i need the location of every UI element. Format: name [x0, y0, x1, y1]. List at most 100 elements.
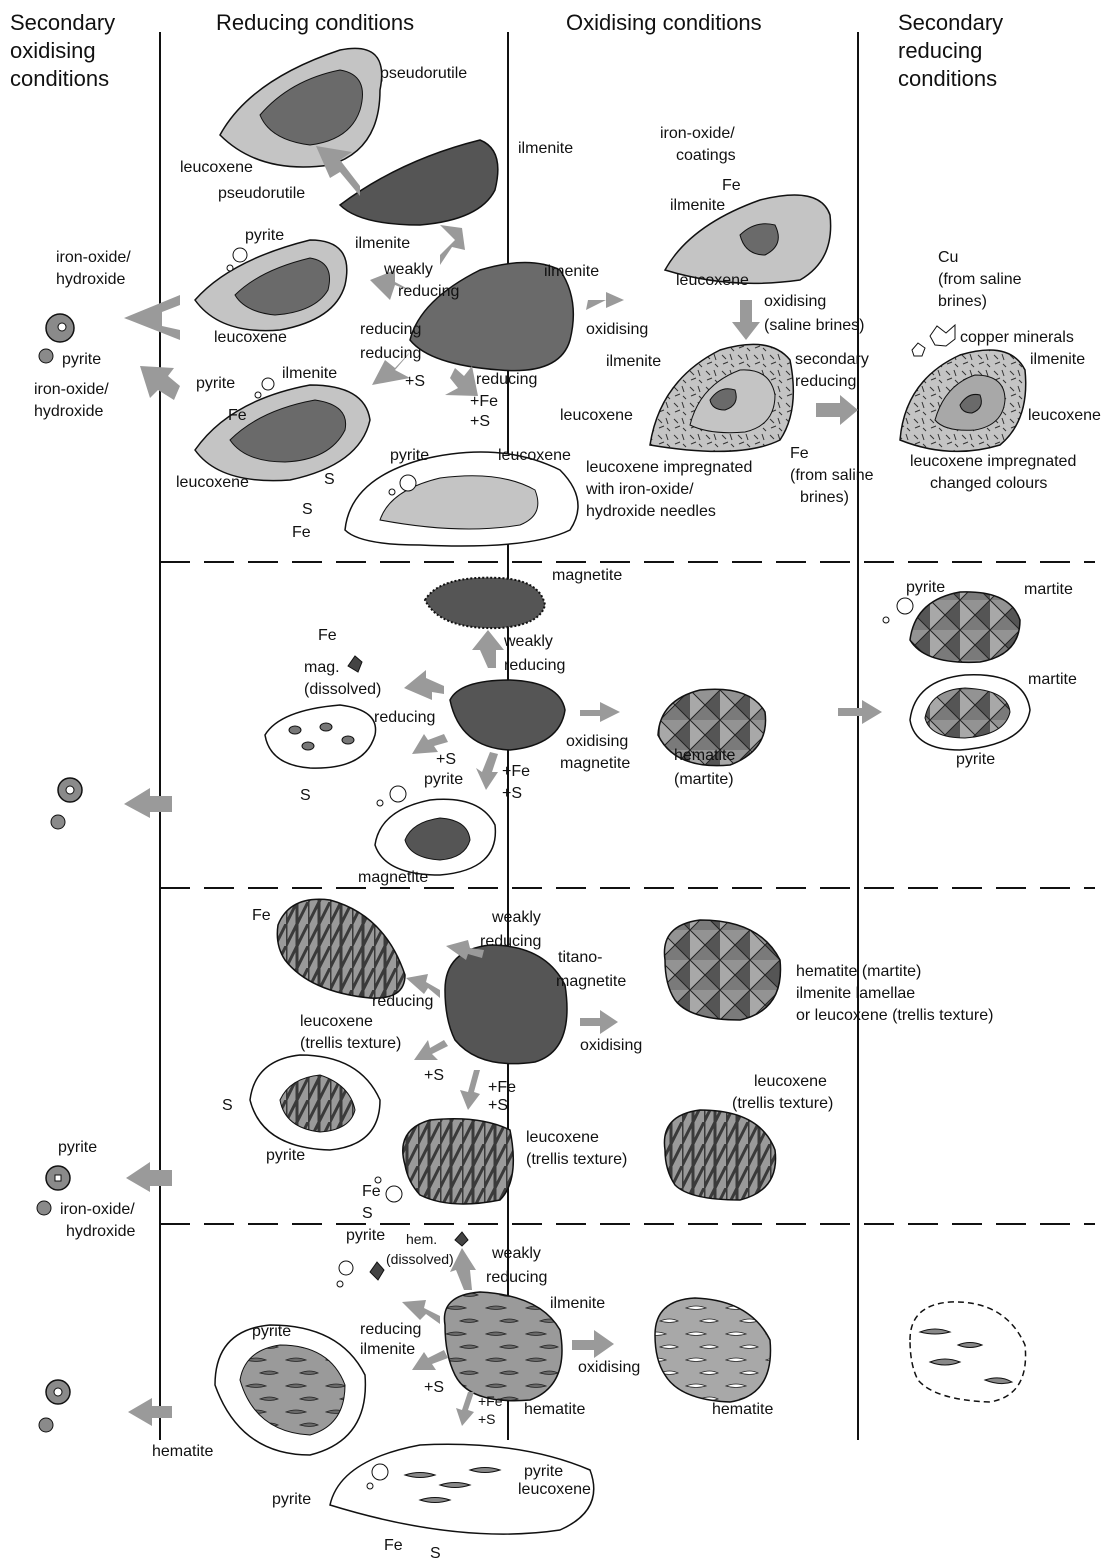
label-plus-s-mag: +S [436, 751, 456, 768]
label-leucoxene-trellis-2: leucoxene (trellis texture) [526, 1129, 627, 1168]
label-titanomagnetite: titano- magnetite [556, 949, 626, 990]
label-leucoxene-hem: leucoxene [518, 1481, 591, 1498]
label-leucoxene-ox: leucoxene [676, 272, 749, 289]
label-ilmenite-ox: ilmenite [670, 197, 725, 214]
label-pyrite-titano: pyrite [266, 1147, 305, 1164]
label-martite-2: martite [1028, 671, 1077, 688]
titanomagnetite-grain [445, 945, 567, 1064]
hematite-lamellae-grain [655, 1298, 771, 1402]
label-ilmenite-sec: ilmenite [1030, 351, 1085, 368]
label-leucoxene-c: leucoxene [498, 447, 571, 464]
label-fe-coat: Fe [722, 177, 741, 194]
label-magnetite-bottom: magnetite [358, 869, 428, 886]
label-oxidising-saline: oxidising (saline brines) [764, 293, 864, 334]
label-reducing-fe-s: reducing +Fe +S [470, 371, 542, 430]
label-iron-oxide-coatings: iron-oxide/ coatings [660, 125, 739, 164]
label-pyrite-hem-2: pyrite [252, 1323, 291, 1340]
magnetite-band: magnetite weakly reducing Fe mag. (disso… [51, 567, 1077, 886]
label-fe-b: Fe [228, 407, 247, 424]
label-leucoxene-a: leucoxene [214, 329, 287, 346]
hematite-band: pyrite hem. (dissolved) weakly reducing … [39, 1227, 1026, 1562]
label-s-mag: S [300, 787, 311, 804]
label-martite-1: martite [1024, 581, 1073, 598]
label-hematite-hem: hematite [524, 1401, 585, 1418]
label-iron-oxide-titano: iron-oxide/ hydroxide [60, 1201, 139, 1240]
label-hematite-martite: hematite (martite) [674, 747, 740, 788]
label-ilmenite-b: ilmenite [282, 365, 337, 382]
label-plus-fe-s-hem: +Fe +S [478, 1393, 506, 1427]
label-fe-c: Fe [292, 524, 311, 541]
label-oxidising: oxidising [586, 321, 648, 338]
label-pyrite-hem: pyrite [346, 1227, 385, 1244]
magnetite-center-grain [450, 680, 565, 750]
label-s-titano: S [222, 1097, 233, 1114]
label-hematite-left: hematite [152, 1443, 213, 1460]
label-s-titano-2: S [362, 1205, 373, 1222]
label-pyrite-b: pyrite [196, 375, 235, 392]
label-mag-dissolved: mag. (dissolved) [304, 659, 381, 698]
mag-dissolved-star [348, 656, 362, 672]
label-iron-oxide-2: iron-oxide/ hydroxide [34, 381, 113, 420]
label-cu: Cu (from saline brines) [938, 249, 1026, 310]
label-ilmenite-a: ilmenite [355, 235, 410, 252]
label-ilmenite-hem: ilmenite [550, 1295, 605, 1312]
label-ilmenite-ox2: ilmenite [606, 353, 661, 370]
label-oxidising-hem: oxidising [578, 1359, 640, 1376]
label-leucoxene-impregnated: leucoxene impregnated with iron-oxide/ h… [585, 459, 757, 520]
header-secondary-oxidising: Secondary oxidising conditions [10, 10, 121, 91]
label-oxidising-titano: oxidising [580, 1037, 642, 1054]
magnetite-top-grain [425, 578, 545, 628]
label-hematite-desc: hematite (martite) ilmenite lamellae or … [796, 963, 993, 1024]
label-copper-minerals: copper minerals [960, 329, 1074, 346]
leucoxene-trellis-grain [664, 1110, 775, 1200]
header-reducing: Reducing conditions [216, 10, 414, 35]
label-s-b: S [324, 471, 335, 488]
label-leucoxene-trellis: leucoxene (trellis texture) [300, 1013, 401, 1052]
label-hem-dissolved: hem. (dissolved) [386, 1231, 454, 1267]
dissolved-outline-grain [910, 1302, 1026, 1402]
dissolved-grain [265, 705, 376, 768]
label-plus-fe-s-mag: +Fe +S [502, 763, 534, 802]
label-s-hem: S [430, 1545, 441, 1562]
hematite-ilmenite-grain [444, 1292, 562, 1401]
titanomagnetite-band: Fe weakly reducing titano- magnetite red… [37, 899, 993, 1240]
martite-grain-2 [910, 592, 1020, 662]
label-iron-oxide-1: iron-oxide/ hydroxide [56, 249, 135, 288]
header-secondary-reducing: Secondary reducing conditions [898, 10, 1009, 91]
label-pyrite-sec2: pyrite [956, 751, 995, 768]
label-s-c: S [302, 501, 313, 518]
copper-minerals-star [930, 325, 955, 346]
trellis-grain-1 [277, 899, 405, 998]
label-weakly-reducing-mag: weakly reducing [503, 633, 565, 674]
label-leucoxene-ox2: leucoxene [560, 407, 633, 424]
label-pyrite-hem-3: pyrite [524, 1463, 563, 1480]
label-weakly-reducing-hem: weakly reducing [486, 1245, 547, 1286]
label-fe-mag: Fe [318, 627, 337, 644]
label-leucoxene-b: leucoxene [176, 474, 249, 491]
label-fe-saline: Fe (from saline brines) [790, 445, 878, 506]
label-fe-titano: Fe [252, 907, 271, 924]
label-pyrite-c: pyrite [390, 447, 429, 464]
label-pyrite-a: pyrite [245, 227, 284, 244]
label-pyrite-left: pyrite [62, 351, 101, 368]
label-fe-hem: Fe [384, 1537, 403, 1554]
label-fe-titano-2: Fe [362, 1183, 381, 1200]
label-magnetite-top: magnetite [552, 567, 622, 584]
trellis-grain-2 [403, 1119, 514, 1204]
label-pyrite-sec: pyrite [906, 579, 945, 596]
hem-dissolved-star [370, 1262, 384, 1280]
label-reducing-2: reducing [360, 345, 421, 362]
ilmenite-dark-grain [340, 140, 498, 225]
label-leucoxene-trellis-3: leucoxene (trellis texture) [732, 1073, 833, 1112]
label-plus-s: +S [405, 373, 425, 390]
label-leucoxene-sec: leucoxene [1028, 407, 1101, 424]
label-pseudorutile-mid: pseudorutile [218, 185, 305, 202]
hematite-trellis-grain [664, 920, 780, 1020]
label-oxidising-magnetite: oxidising magnetite [560, 733, 633, 772]
label-plus-s-hem: +S [424, 1379, 444, 1396]
label-weakly-reducing-titano: weakly reducing [480, 909, 545, 950]
label-leucoxene-top: leucoxene [180, 159, 253, 176]
label-reducing-titano: reducing [372, 993, 433, 1010]
label-pyrite-left-titano: pyrite [58, 1139, 97, 1156]
